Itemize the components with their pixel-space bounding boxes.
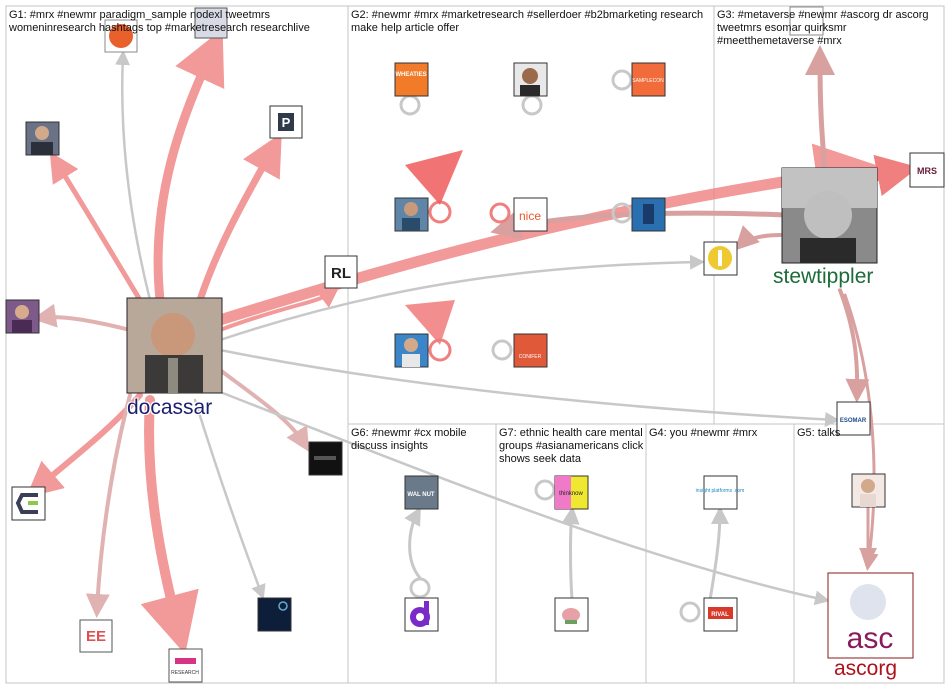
- node-thinknow[interactable]: thinknow: [554, 475, 589, 510]
- edge-stew-esomar: [838, 288, 870, 403]
- edge-docassar-person2: [32, 303, 132, 332]
- group-title-g1: G1: #mrx #newmr paradigm_sample nodexl t…: [9, 9, 310, 34]
- node-conifer[interactable]: CONIFER: [513, 333, 548, 368]
- edge-docassar-ee: [85, 393, 132, 618]
- label-ascorg: ascorg: [834, 657, 898, 680]
- edge-lotus-thinknow: [561, 506, 580, 602]
- node-innovate[interactable]: [308, 441, 343, 476]
- group-box-g4: [645, 423, 795, 684]
- node-p-logo[interactable]: P: [269, 105, 303, 139]
- edge-docassar-rl: [218, 286, 340, 332]
- node-nice[interactable]: nice: [513, 197, 548, 232]
- node-ee[interactable]: EE: [79, 619, 113, 653]
- triangle-arrow-1: [405, 150, 463, 205]
- node-coin[interactable]: [703, 241, 738, 276]
- edge-docassar-ascorg: [213, 388, 830, 606]
- node-person-g1b[interactable]: [5, 299, 40, 334]
- node-docassar[interactable]: [126, 297, 223, 394]
- node-g1-top[interactable]: [194, 7, 228, 39]
- node-rl-logo[interactable]: RL: [324, 255, 358, 289]
- node-esomar[interactable]: ESOMAR: [836, 401, 871, 436]
- loop-d: [409, 577, 431, 599]
- node-person-g2b[interactable]: [394, 197, 429, 232]
- node-three[interactable]: [257, 597, 292, 632]
- wheaties-text: WHEATIES: [395, 72, 426, 78]
- loop-wheaties: [399, 94, 421, 116]
- node-person-g2c[interactable]: [394, 333, 429, 368]
- node-lotus[interactable]: [554, 597, 589, 632]
- node-d-logo[interactable]: [404, 597, 439, 632]
- thinknow-text: thinknow: [559, 491, 583, 497]
- group-title-g5: G5: talks: [797, 427, 841, 439]
- edge-rival-insight: [708, 506, 729, 602]
- node-insight-platforms[interactable]: insight platforms .com: [696, 475, 745, 510]
- research-text: RESEARCH: [171, 670, 199, 676]
- group-title-g3: G3: #metaverse #newmr #ascorg dr ascorg …: [717, 9, 929, 47]
- edge-docassar-esomar: [218, 348, 840, 427]
- edge-docassar-g1a: [115, 50, 152, 302]
- loop-nice: [489, 202, 511, 224]
- loop-thinknow: [534, 479, 556, 501]
- node-walnut[interactable]: WAL NUT: [404, 475, 439, 510]
- node-person-g2a[interactable]: [513, 62, 548, 97]
- node-person-g5[interactable]: [851, 473, 886, 508]
- node-g-logo[interactable]: [11, 486, 46, 521]
- node-person-g1a[interactable]: [25, 121, 60, 156]
- node-research[interactable]: RESEARCH: [168, 648, 203, 683]
- node-rival[interactable]: RIVAL: [703, 597, 738, 632]
- mrs-text: MRS: [917, 166, 937, 176]
- walnut-text: WAL NUT: [407, 492, 435, 498]
- edge-stew-coin: [734, 225, 782, 251]
- edge-docassar-three: [193, 398, 266, 600]
- edge-docassar-g3coin: [218, 254, 705, 342]
- asc-text: asc: [847, 622, 894, 655]
- node-ascorg[interactable]: asc: [827, 572, 914, 659]
- triangle-arrow-2: [405, 300, 455, 345]
- edge-stew-insights: [805, 45, 836, 173]
- node-samplecon[interactable]: SAMPLECON: [631, 62, 666, 97]
- edge-d-walnut: [404, 506, 422, 580]
- loop-conifer: [491, 339, 513, 361]
- esomar-text: ESOMAR: [840, 418, 867, 424]
- group-title-g7: G7: ethnic health care mental groups #as…: [499, 427, 644, 465]
- conifer-text: CONIFER: [519, 354, 542, 360]
- group-title-g4: G4: you #newmr #mrx: [649, 427, 758, 439]
- edge-docassar-g-logo: [25, 392, 143, 498]
- samplecon-text: SAMPLECON: [632, 78, 664, 84]
- node-wheaties[interactable]: WHEATIES: [394, 62, 429, 97]
- group-box-g6: [347, 423, 497, 684]
- loop-rival: [679, 601, 701, 623]
- ee-text: EE: [86, 628, 106, 645]
- rival-text: RIVAL: [711, 612, 729, 618]
- loop-person-g2: [521, 94, 543, 116]
- node-hand[interactable]: [631, 197, 666, 232]
- group-title-g2: G2: #newmr #mrx #marketresearch #sellerd…: [351, 9, 704, 34]
- edge-docassar-research: [140, 395, 199, 655]
- edge-docassar-innovate: [218, 368, 310, 452]
- edge-stew-ascorg: [843, 293, 879, 571]
- edge-docassar-p: [196, 132, 282, 304]
- nice-text: nice: [519, 209, 541, 223]
- loop-hand: [611, 202, 633, 224]
- insight-text: insight platforms .com: [696, 488, 745, 494]
- label-docassar: docassar: [127, 396, 213, 419]
- node-insights[interactable]: [789, 6, 824, 36]
- group-title-g6: G6: #newmr #cx mobile discuss insights: [351, 427, 467, 452]
- node-stewtippler[interactable]: [781, 167, 878, 264]
- node-mrs[interactable]: MRS: [909, 152, 945, 188]
- loop-samplecon: [611, 69, 633, 91]
- rl-logo-text: RL: [331, 265, 351, 282]
- edge-docassar-person1: [49, 151, 143, 303]
- edge-docassar-mrs: [214, 143, 882, 326]
- label-stewtippler: stewtippler: [773, 265, 874, 288]
- p-logo-text: P: [282, 115, 291, 130]
- edge-docassar-g1top: [153, 28, 225, 305]
- node-g1-orange[interactable]: [104, 19, 138, 53]
